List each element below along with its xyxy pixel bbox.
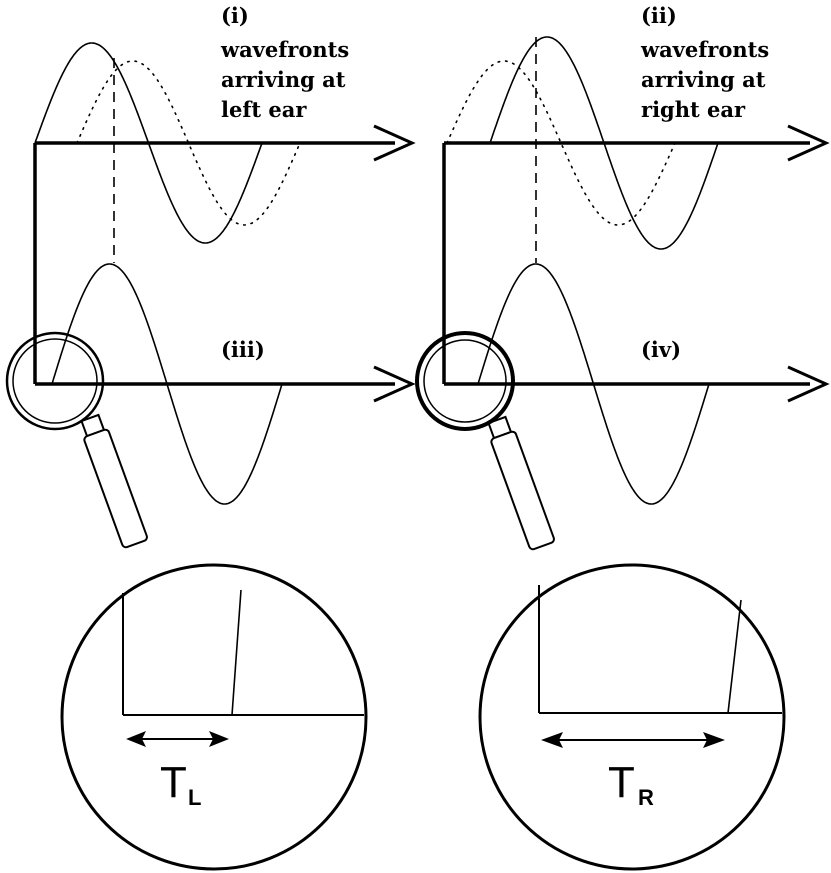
right-upper-arrowhead	[787, 124, 830, 162]
right-interval-arrowhead-right	[703, 732, 725, 748]
right-ear-reference-wave-dotted	[76, 60, 301, 226]
left-interval-arrowhead-right	[209, 731, 229, 747]
right-interval-arrowhead-left	[541, 732, 563, 748]
panel-i-caption-line-2: arriving at	[221, 67, 346, 92]
panel-label-i: (i)	[221, 3, 249, 28]
left-ear-neural-wave	[51, 263, 283, 505]
left-lower-arrowhead	[373, 365, 416, 403]
right-axes	[442, 124, 830, 403]
left-upper-arrowhead	[373, 124, 416, 162]
interval-subscript-left: L	[188, 785, 201, 810]
right-magnified-circle	[478, 563, 786, 871]
right-magnified-wave-onset	[727, 599, 742, 714]
right-magnified-view: T R	[478, 563, 786, 871]
panel-label-ii: (ii)	[641, 3, 677, 28]
panel-ii-caption-line-2: arriving at	[641, 67, 766, 92]
left-ear-wave-solid	[34, 42, 263, 244]
left-interval-arrowhead-left	[126, 731, 146, 747]
panel-label-iii: (iii)	[221, 337, 265, 362]
panel-i-caption-line-3: left ear	[221, 97, 307, 122]
magnifying-glass-icon	[5, 331, 148, 549]
left-magnified-circle	[60, 563, 368, 871]
left-magnified-view: T L	[60, 563, 368, 871]
panel-i-caption-line-1: wavefronts	[220, 37, 349, 62]
panel-ii-caption-line-3: right ear	[641, 97, 746, 122]
panel-label-iv: (iv)	[641, 337, 681, 362]
right-ear-wave-solid	[489, 36, 719, 250]
interval-subscript-right: R	[638, 785, 654, 810]
right-lower-arrowhead	[787, 365, 830, 403]
left-magnified-wave-onset	[231, 589, 242, 716]
panel-ii-caption-line-1: wavefronts	[640, 37, 769, 62]
magnifying-glass-icon	[415, 331, 555, 551]
right-ear-neural-wave	[477, 263, 710, 505]
interval-symbol-left: T	[160, 758, 187, 807]
interval-symbol-right: T	[608, 758, 635, 807]
